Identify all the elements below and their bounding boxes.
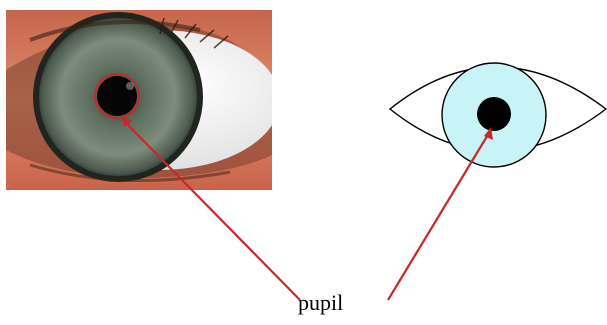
drawing-pupil bbox=[477, 97, 511, 131]
eye-photo bbox=[6, 10, 280, 190]
pupil-label: pupil bbox=[298, 292, 343, 314]
photo-pupil bbox=[97, 76, 137, 116]
eye-drawing bbox=[390, 63, 606, 167]
arrow-to-drawing-pupil bbox=[388, 133, 489, 300]
